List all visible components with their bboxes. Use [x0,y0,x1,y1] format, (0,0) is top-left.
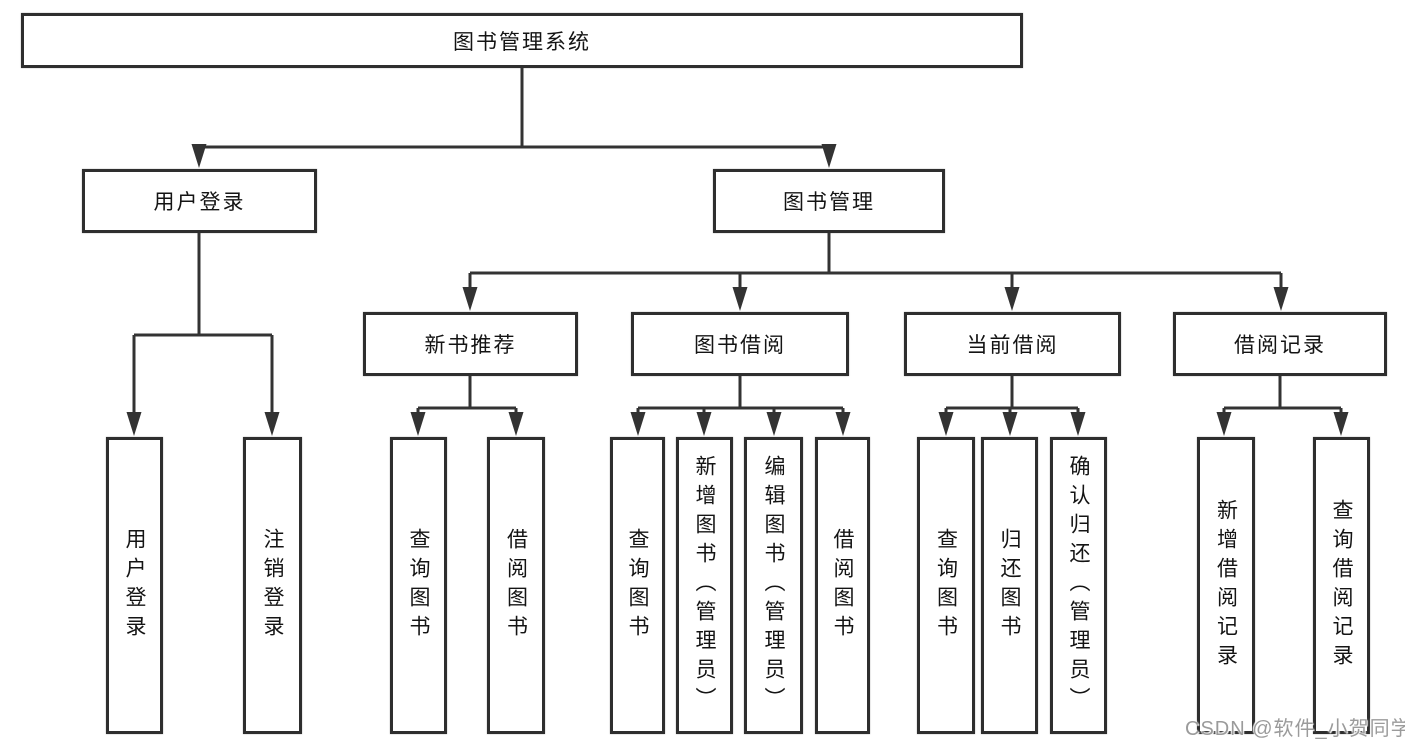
node-label: 新增图书（管理员） [693,455,716,716]
tree-node-borrow-books-2: 借阅图书 [815,437,870,734]
tree-node-query-books-1: 查询图书 [390,437,447,734]
tree-node-new-book-recommend: 新书推荐 [363,312,578,376]
arrowhead-icon [835,412,851,436]
tree-node-edit-books-admin: 编辑图书（管理员） [744,437,803,734]
node-label: 编辑图书（管理员） [762,455,785,716]
node-label: 当前借阅 [966,334,1059,357]
tree-node-add-borrow-record: 新增借阅记录 [1197,437,1255,734]
arrowhead-icon [1216,412,1232,436]
tree-node-query-books-3: 查询图书 [917,437,975,734]
node-label: 借阅图书 [831,527,854,644]
tree-node-user-login: 用户登录 [106,437,163,734]
arrowhead-icon [938,412,954,436]
arrowhead-icon [696,412,712,436]
arrowhead-icon [191,144,207,168]
node-label: 查询借阅记录 [1330,498,1353,673]
node-label: 查询图书 [407,527,430,644]
arrowhead-icon [410,412,426,436]
node-label: 注销登录 [261,527,284,644]
node-label: 用户登录 [123,527,146,644]
node-label: 新增借阅记录 [1214,498,1238,673]
tree-node-book-borrowing: 图书借阅 [631,312,849,376]
arrowhead-icon [126,412,142,436]
arrowhead-icon [1070,412,1086,436]
tree-node-return-books: 归还图书 [981,437,1038,734]
node-label: 借阅图书 [504,527,528,644]
node-label: 查询图书 [934,527,958,644]
tree-node-borrowing-records: 借阅记录 [1173,312,1387,376]
tree-node-query-books-2: 查询图书 [610,437,665,734]
tree-node-user-login-module: 用户登录 [82,169,317,233]
tree-node-logout: 注销登录 [243,437,302,734]
tree-node-add-books-admin: 新增图书（管理员） [676,437,733,734]
node-label: 确认归还（管理员） [1067,455,1090,716]
tree-node-root: 图书管理系统 [21,13,1023,68]
arrowhead-icon [1002,412,1018,436]
node-label: 归还图书 [998,527,1021,644]
node-label: 图书借阅 [694,334,786,357]
arrowhead-icon [821,144,837,168]
tree-node-borrow-books-1: 借阅图书 [487,437,545,734]
node-label: 借阅记录 [1234,334,1326,357]
arrowhead-icon [1273,287,1289,311]
node-label: 图书管理系统 [453,30,591,54]
arrowhead-icon [732,287,748,311]
arrowhead-icon [630,412,646,436]
node-label: 图书管理 [783,191,875,214]
arrowhead-icon [1004,287,1020,311]
tree-node-confirm-return-admin: 确认归还（管理员） [1050,437,1107,734]
watermark: CSDN @软件_小贺同学 [1185,718,1405,740]
arrowhead-icon [462,287,478,311]
tree-node-query-borrow-record: 查询借阅记录 [1313,437,1370,734]
node-label: 用户登录 [153,191,246,214]
node-label: 查询图书 [626,527,649,644]
arrowhead-icon [264,412,280,436]
node-label: 新书推荐 [424,334,517,357]
tree-node-book-management: 图书管理 [713,169,945,233]
arrowhead-icon [766,412,782,436]
tree-node-current-borrowing: 当前借阅 [904,312,1121,376]
arrowhead-icon [1333,412,1349,436]
arrowhead-icon [508,412,524,436]
